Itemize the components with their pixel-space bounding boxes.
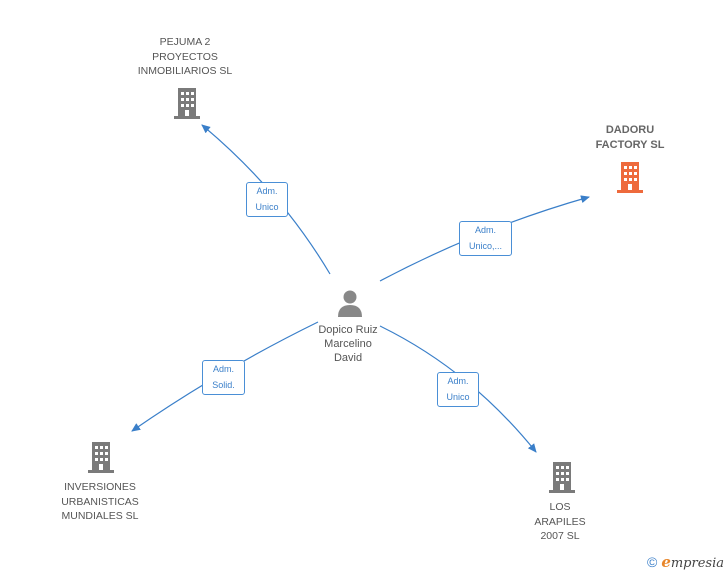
edge-label-pejuma[interactable]: Adm. Unico (246, 182, 288, 217)
brand-footer: © empresia (647, 553, 724, 571)
edge-label-dadoru[interactable]: Adm. Unico,... (459, 221, 512, 256)
company-label-inversiones[interactable]: INVERSIONES URBANISTICAS MUNDIALES SL (61, 481, 139, 522)
company-label-arapiles[interactable]: LOS ARAPILES 2007 SL (534, 501, 586, 542)
building-icon[interactable] (547, 460, 577, 494)
edge-label-inversiones[interactable]: Adm. Solid. (202, 360, 245, 395)
building-icon[interactable] (615, 160, 645, 194)
edge-label-arapiles[interactable]: Adm. Unico (437, 372, 479, 407)
copyright-icon: © (646, 554, 658, 570)
company-label-pejuma[interactable]: PEJUMA 2 PROYECTOS INMOBILIARIOS SL (137, 36, 233, 77)
empresia-logo[interactable]: empresia (661, 553, 724, 571)
person-icon[interactable] (335, 288, 365, 318)
person-label[interactable]: Dopico Ruiz Marcelino David (318, 324, 378, 364)
building-icon[interactable] (86, 440, 116, 474)
brand-rest: mpresia (670, 556, 724, 571)
building-icon[interactable] (172, 86, 202, 120)
brand-initial: e (661, 553, 671, 571)
company-label-dadoru[interactable]: DADORU FACTORY SL (595, 124, 665, 151)
